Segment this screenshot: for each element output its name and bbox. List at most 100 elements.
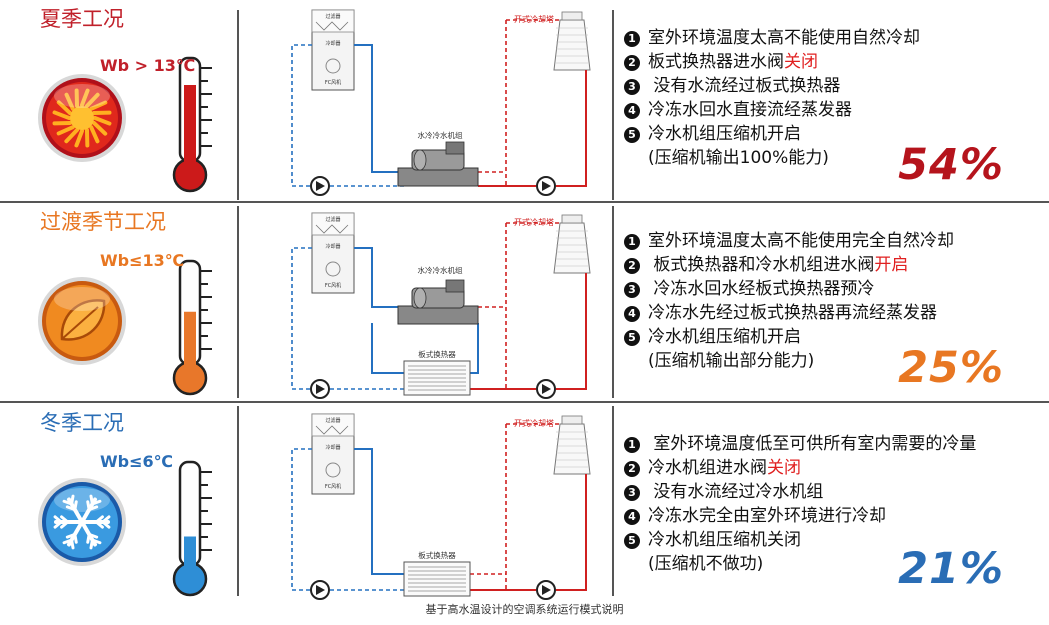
pump-icon [536,176,556,196]
step-item: 5 冷水机组压缩机关闭 [624,528,1044,552]
wet-bulb-condition: Wb≤13℃ [100,251,185,270]
cooling-tower [553,415,591,475]
step-item: 4 冷冻水回水直接流经蒸发器 [624,98,1044,122]
thermometer-icon [172,259,212,396]
chiller-bypass [470,323,479,374]
step-number: 2 [624,258,640,274]
step-item: 5 冷水机组压缩机开启 [624,122,1044,146]
step-text: 板式换热器和冷水机组进水阀 [648,255,875,275]
pump-icon [536,580,556,600]
cooler-label: 冷却器 [325,243,340,250]
return-pipe [291,247,312,390]
step-number: 4 [624,103,640,119]
step-text: 冷冻水回水直接流经蒸发器 [648,100,852,120]
snowflake-icon [38,478,126,566]
wet-bulb-condition: Wb≤6℃ [100,452,174,471]
hx-to-chiller-pipe [371,323,410,374]
plate-heat-exchanger [403,360,471,396]
step-number: 2 [624,55,640,71]
step-number: 4 [624,306,640,322]
step-text: 室外环境温度太高不能使用自然冷却 [648,28,920,48]
step-number: 3 [624,282,640,298]
cooling-tower [553,214,591,274]
step-item: 1 室外环境温度低至可供所有室内需要的冷量 [624,432,1044,456]
mode-title: 夏季工况 [40,7,124,31]
wet-bulb-condition: Wb > 13℃ [100,56,196,75]
cooler-label: 冷却器 [325,444,340,451]
cooling-tower-label: 开式冷却塔 [514,418,554,428]
column-divider [612,406,614,596]
step-item: 4 冷冻水完全由室外环境进行冷却 [624,504,1044,528]
column-divider [237,206,239,398]
supply-pipe [354,44,404,173]
step-note: (压缩机输出部分能力) [648,351,815,371]
cooling-tower-label: 开式冷却塔 [514,217,554,227]
hx-label: 板式换热器 [418,550,456,560]
cooler-label: 冷却器 [325,40,340,47]
thermometer-icon [172,56,212,193]
step-text: 没有水流经过冷水机组 [648,482,824,502]
sun-icon [38,74,126,162]
step-text: 冷水机组压缩机开启 [648,327,801,347]
thermometer-icon [172,460,212,597]
filter-label: 过滤器 [325,216,340,223]
step-number: 2 [624,461,640,477]
step-text: 冷冻水完全由室外环境进行冷却 [648,506,886,526]
tower-return-pipe [556,474,587,591]
step-text: 室外环境温度低至可供所有室内需要的冷量 [648,434,977,454]
supply-pipe [354,247,404,308]
step-number: 1 [624,437,640,453]
cooling-tower [553,11,591,71]
step-number: 3 [624,79,640,95]
step-number: 5 [624,127,640,143]
step-number: 5 [624,533,640,549]
figure-caption: 基于高水温设计的空调系统运行模式说明 [425,603,624,616]
step-text: 板式换热器进水阀 [648,52,784,72]
chiller-unit [397,279,479,325]
pump-icon [310,176,330,196]
step-text: 冷水机组压缩机关闭 [648,530,801,550]
step-item: 3 没有水流经过板式换热器 [624,74,1044,98]
step-number: 1 [624,31,640,47]
step-text: 冷水机组进水阀 [648,458,767,478]
chiller-unit [397,141,479,187]
fc-label: FC风机 [325,282,341,289]
hx-label: 板式换热器 [418,349,456,359]
step-text: 冷冻水回水经板式换热器预冷 [648,279,875,299]
efficiency-percent: 54% [898,140,1004,190]
chiller-label: 水冷冷水机组 [418,265,463,275]
pump-icon [310,379,330,399]
column-divider [612,206,614,398]
leaf-icon [38,277,126,365]
return-pipe [291,44,312,187]
filter-label: 过滤器 [325,13,340,20]
efficiency-percent: 25% [898,343,1004,393]
valve-state: 开启 [874,255,909,275]
column-divider [237,406,239,596]
mode-title: 过渡季节工况 [40,210,166,234]
step-item: 5 冷水机组压缩机开启 [624,325,1044,349]
step-number: 4 [624,509,640,525]
step-text: 没有水流经过板式换热器 [648,76,841,96]
step-number: 1 [624,234,640,250]
mode-title: 冬季工况 [40,411,124,435]
pump-icon [310,580,330,600]
step-text: 冷水机组压缩机开启 [648,124,801,144]
tower-return-pipe [556,70,587,187]
step-number: 5 [624,330,640,346]
row-divider [0,201,1049,203]
